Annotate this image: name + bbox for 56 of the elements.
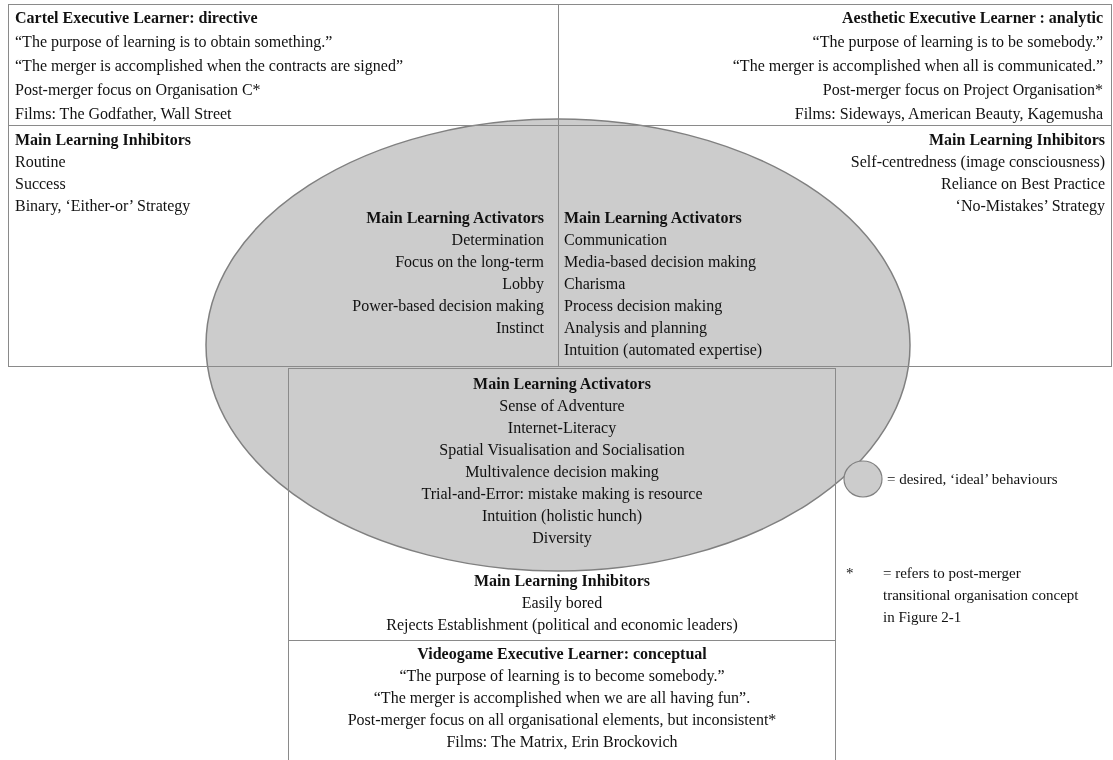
list-item: Sense of Adventure <box>499 396 625 416</box>
text-panel <box>8 125 559 367</box>
list-item: Instinct <box>496 318 544 338</box>
section-heading: Main Learning Activators <box>473 374 651 395</box>
section-heading: Aesthetic Executive Learner : analytic <box>842 8 1103 29</box>
list-item: Media-based decision making <box>564 252 756 273</box>
list-item: Spatial Visualisation and Socialisation <box>439 440 685 461</box>
list-item: Success <box>15 174 66 194</box>
list-item: Rejects Establishment (political and economic leaders) <box>386 615 738 636</box>
list-item: Binary, ‘Either-or’ Strategy <box>15 196 191 217</box>
list-item: Trial-and-Error: mistake making is resource <box>421 484 703 505</box>
section-heading: Videogame Executive Learner: conceptual <box>417 644 707 665</box>
list-item: Films: The Matrix, Erin Brockovich <box>446 732 678 752</box>
list-item: “The purpose of learning is to be somebody.” <box>812 32 1103 53</box>
list-item: Routine <box>15 152 66 172</box>
list-item: Intuition (automated expertise) <box>564 340 763 361</box>
text-panel <box>288 368 836 641</box>
list-item: Focus on the long-term <box>395 252 544 273</box>
list-item: Post-merger focus on Organisation C* <box>15 80 261 101</box>
section-heading: Main Learning Inhibitors <box>928 130 1105 151</box>
list-item: Communication <box>564 230 668 250</box>
text-panel <box>288 640 836 760</box>
list-item: “The merger is accomplished when we are all having fun”. <box>373 688 751 709</box>
list-item: Analysis and planning <box>564 318 708 339</box>
section-heading: Main Learning Inhibitors <box>474 571 650 592</box>
list-item: Determination <box>451 230 544 250</box>
list-item: Intuition (holistic hunch) <box>482 506 642 527</box>
section-heading: Main Learning Activators <box>564 208 742 229</box>
list-item: Diversity <box>532 528 592 549</box>
list-item: Multivalence decision making <box>465 462 659 483</box>
list-item: Post-merger focus on all organisational elements, but inconsistent* <box>347 710 777 731</box>
section-heading: Main Learning Activators <box>366 208 544 229</box>
list-item: Post-merger focus on Project Organisation* <box>822 80 1103 101</box>
list-item: Reliance on Best Practice <box>941 174 1105 194</box>
section-heading: Cartel Executive Learner: directive <box>15 8 258 28</box>
list-item: Self-centredness (image consciousness) <box>850 152 1105 173</box>
list-item: “The purpose of learning is to obtain something.” <box>15 32 333 53</box>
list-item: ‘No-Mistakes’ Strategy <box>955 196 1105 217</box>
list-item: “The purpose of learning is to become somebody.” <box>399 666 725 687</box>
list-item: “The merger is accomplished when the contracts are signed” <box>15 56 403 77</box>
list-item: Easily bored <box>521 593 603 614</box>
list-item: Films: Sideways, American Beauty, Kagemusha <box>794 104 1103 125</box>
footnote-marker: * <box>846 564 854 583</box>
text-panel <box>558 125 1112 367</box>
list-item: Internet-Literacy <box>507 418 617 439</box>
text-panel <box>8 4 559 126</box>
list-item: Charisma <box>564 274 626 294</box>
legend-text: = desired, ‘ideal’ behaviours <box>887 470 1058 489</box>
list-item: Lobby <box>502 274 544 295</box>
list-item: Power-based decision making <box>352 296 544 317</box>
list-item: Films: The Godfather, Wall Street <box>15 104 232 124</box>
footnote-text: = refers to post-merger transitional organisation concept in Figure 2-1 <box>883 564 1080 627</box>
list-item: “The merger is accomplished when all is communicated.” <box>732 56 1103 77</box>
list-item: Process decision making <box>564 296 723 317</box>
section-heading: Main Learning Inhibitors <box>15 130 192 151</box>
text-panel <box>558 4 1112 126</box>
